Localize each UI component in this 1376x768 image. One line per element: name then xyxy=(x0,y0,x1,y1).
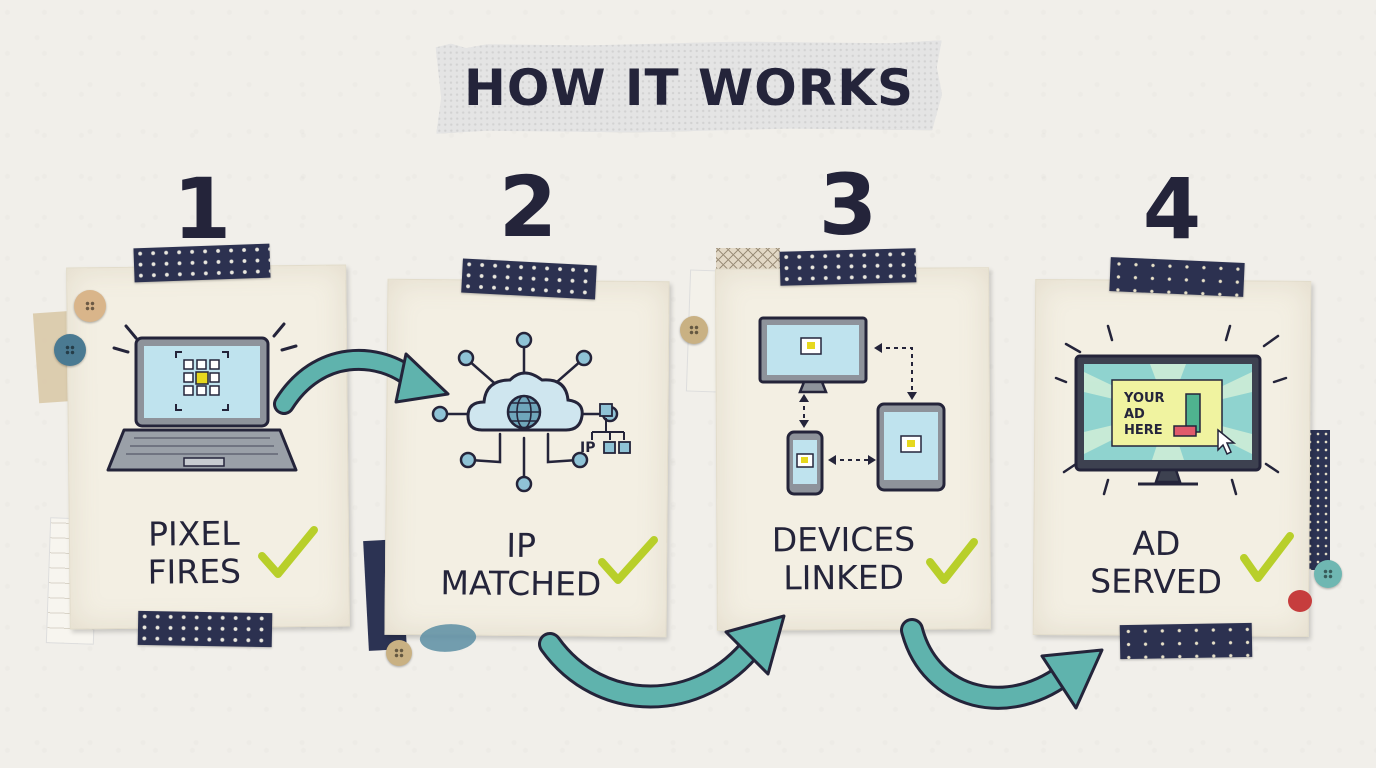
ad-text-line1: YOUR xyxy=(1123,391,1165,406)
step-4-number: 4 xyxy=(1142,160,1202,258)
laptop-pixel-icon xyxy=(106,322,298,472)
button-decoration xyxy=(680,316,708,344)
step-1-check-icon xyxy=(258,526,318,578)
step-1-bottom-tape xyxy=(137,610,273,648)
arrow-2-to-3 xyxy=(538,614,786,709)
step-3-top-tape xyxy=(779,248,917,286)
step-4-check-icon xyxy=(1240,532,1294,582)
arrow-3-to-4 xyxy=(900,618,1104,710)
red-button xyxy=(1288,590,1312,612)
step-2-top-tape xyxy=(461,258,597,300)
button-decoration xyxy=(74,290,106,322)
step-3-number: 3 xyxy=(818,156,878,254)
ip-icon-text: IP xyxy=(580,440,595,456)
step-1-number: 1 xyxy=(172,160,232,258)
button-decoration xyxy=(386,640,412,666)
page-title: HOW IT WORKS xyxy=(464,59,914,117)
button-decoration xyxy=(54,334,86,366)
step-4-bottom-tape xyxy=(1119,622,1253,660)
denim-scrap-right xyxy=(1306,430,1330,570)
linked-devices-icon xyxy=(758,316,946,496)
step-1-top-tape xyxy=(133,243,271,283)
tv-ad-icon: YOUR AD HERE xyxy=(1054,324,1288,496)
step-2-check-icon xyxy=(598,536,658,584)
arrow-1-to-2 xyxy=(273,348,450,415)
ad-text-line3: HERE xyxy=(1124,423,1163,438)
button-decoration xyxy=(1314,560,1342,588)
step-2-number: 2 xyxy=(498,158,558,256)
cloud-network-icon: IP xyxy=(431,331,631,493)
ad-text-line2: AD xyxy=(1124,407,1145,422)
step-3-check-icon xyxy=(926,538,978,584)
step-4-top-tape xyxy=(1109,257,1245,297)
